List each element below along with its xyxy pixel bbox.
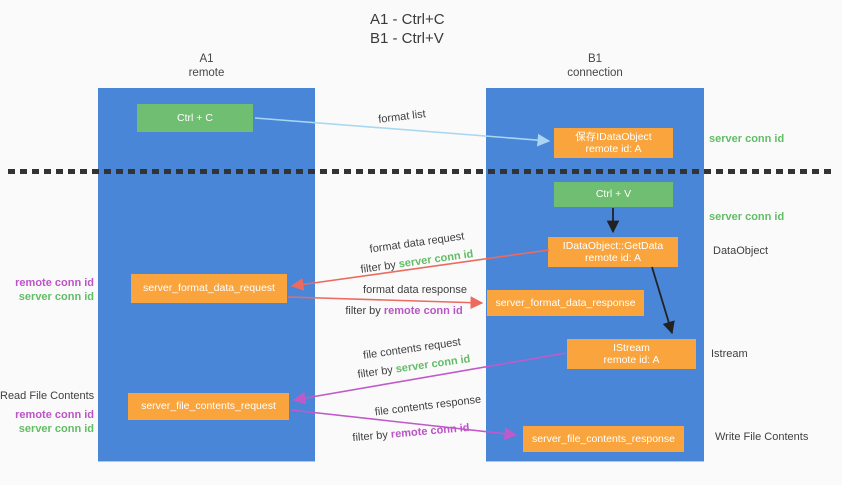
getdata-line1: IDataObject::GetData (562, 239, 664, 252)
server-format-data-response-box: server_format_data_response (487, 290, 644, 316)
remote-conn-id-highlight: remote conn id (390, 421, 470, 441)
ctrl-c-label: Ctrl + C (177, 111, 213, 124)
column-header-b1: B1 connection (486, 52, 704, 80)
save-idataobject-line2: remote id: A (585, 143, 642, 155)
istream-box: IStream remote id: A (567, 339, 696, 369)
server-file-contents-request-box: server_file_contents_request (128, 393, 289, 420)
save-idataobject-box: 保存IDataObject remote id: A (554, 128, 673, 158)
filter-by-remote-conn-id-label-1: filter by remote conn id (345, 305, 462, 317)
filter-by-remote-conn-id-label-2: filter by remote conn id (352, 422, 470, 444)
right-dataobject-label: DataObject (713, 245, 769, 257)
right-write-file-contents-label: Write File Contents (715, 431, 809, 443)
format-request-label: server_format_data_request (143, 282, 275, 295)
file-request-label: server_file_contents_request (141, 400, 276, 413)
getdata-line2: remote id: A (584, 252, 642, 264)
column-a-role: remote (188, 67, 225, 79)
column-b-role: connection (567, 67, 623, 79)
left-read-file-contents-label: Read File Contents (0, 390, 95, 402)
idataobject-getdata-box: IDataObject::GetData remote id: A (548, 237, 678, 267)
server-file-contents-response-box: server_file_contents_response (523, 426, 684, 452)
remote-conn-id-highlight: remote conn id (383, 305, 463, 317)
format-data-response-label: format data response (363, 284, 467, 296)
ctrl-v-box: Ctrl + V (554, 182, 673, 207)
right-server-conn-id-2: server conn id (709, 211, 785, 223)
right-istream-label: Istream (711, 348, 748, 360)
server-format-data-request-box: server_format_data_request (131, 274, 287, 303)
server-conn-id-highlight: server conn id (397, 248, 475, 271)
istream-line2: remote id: A (603, 354, 660, 366)
title-line-1: A1 - Ctrl+C (370, 11, 445, 28)
diagram-title: A1 - Ctrl+C B1 - Ctrl+V (370, 10, 445, 48)
file-response-label: server_file_contents_response (531, 432, 675, 445)
filter-by-prefix: filter by (356, 363, 397, 381)
format-list-label: format list (377, 108, 427, 126)
filter-by-prefix: filter by (359, 258, 400, 276)
left-remote-conn-id-1: remote conn id (15, 277, 94, 289)
save-idataobject-line1: 保存IDataObject (575, 130, 652, 143)
left-remote-conn-id-2: remote conn id (15, 409, 94, 421)
ctrl-v-label: Ctrl + V (595, 188, 632, 201)
left-server-conn-id-1: server conn id (18, 291, 94, 303)
istream-line1: IStream (613, 341, 650, 354)
arrow-format-data-response (287, 296, 484, 310)
file-contents-response-label: file contents response (374, 393, 482, 419)
column-a-name: A1 (199, 53, 214, 65)
column-b-name: B1 (587, 53, 603, 65)
column-header-a1: A1 remote (98, 52, 315, 80)
right-server-conn-id-1: server conn id (709, 133, 785, 145)
left-server-conn-id-2: server conn id (18, 423, 94, 435)
filter-by-prefix: filter by (345, 305, 384, 317)
filter-by-prefix: filter by (352, 428, 392, 445)
format-response-label: server_format_data_response (495, 296, 636, 309)
ctrl-c-box: Ctrl + C (137, 104, 253, 132)
server-conn-id-highlight: server conn id (394, 353, 472, 376)
session-divider-dashed-line (8, 169, 834, 174)
title-line-2: B1 - Ctrl+V (370, 30, 444, 47)
